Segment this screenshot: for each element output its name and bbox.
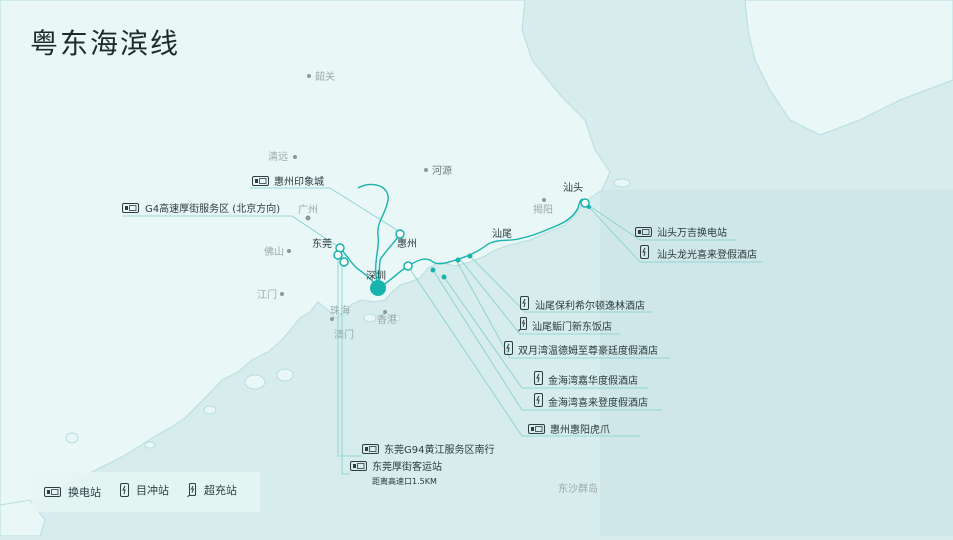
- city-dot-guangzhou: [305, 215, 311, 221]
- city-dot-heyuan: [424, 168, 428, 172]
- station-callout[interactable]: 汕尾保利希尔顿逸林酒店: [520, 296, 646, 313]
- station-callouts[interactable]: 惠州印象城 G4高速厚街服务区 (北京方向) 汕头万吉换电站 汕头龙光喜来登假酒…: [122, 175, 758, 486]
- station-marker: [467, 253, 473, 259]
- supercharger-icon: [187, 482, 196, 497]
- legend-label-super: 超充站: [204, 484, 237, 497]
- city-dot-zhuhai: [330, 317, 334, 321]
- city-dot-shaoguan: [307, 74, 311, 78]
- station-callout[interactable]: 惠州印象城: [252, 175, 325, 188]
- station-callout[interactable]: 汕尾鲘门新东饭店: [518, 317, 613, 334]
- station-label: 惠州惠阳虎爪: [550, 423, 610, 436]
- city-label-dongsha: 东沙群岛: [558, 482, 598, 495]
- station-label: 惠州印象城: [274, 175, 324, 188]
- route-city-shantou: 汕头: [563, 182, 583, 194]
- station-callout[interactable]: 东莞G94黄江服务区南行: [362, 443, 495, 456]
- station-label: 汕头龙光喜来登假酒店: [657, 248, 757, 261]
- station-callout[interactable]: 双月湾温德姆至尊豪廷度假酒店: [504, 341, 659, 358]
- station-label: 双月湾温德姆至尊豪廷度假酒店: [518, 344, 658, 357]
- city-label-heyuan: 河源: [432, 164, 452, 177]
- leader-lines: [122, 187, 763, 475]
- city-label-jiangmen: 江门: [257, 288, 277, 301]
- route-city-huizhou: 惠州: [397, 237, 417, 250]
- city-label-zhuhai: 珠海: [330, 304, 350, 317]
- city-dot-foshan: [287, 249, 291, 253]
- station-label: 汕尾鲘门新东饭店: [532, 320, 612, 333]
- city-label-shaoguan: 韶关: [315, 70, 335, 83]
- legend: 换电站 目冲站 超充站: [32, 472, 260, 512]
- route-city-shanwei: 汕尾: [492, 228, 512, 240]
- station-label: G4高速厚街服务区 (北京方向): [145, 202, 280, 215]
- destination-charger-icon: [120, 482, 129, 497]
- station-marker: [587, 205, 591, 209]
- city-dot-jiangmen: [280, 292, 284, 296]
- station-marker: [339, 257, 349, 267]
- city-dot-jieyang: [542, 198, 546, 202]
- station-label: 金海湾嘉华度假酒店: [548, 374, 638, 387]
- station-label: 金海湾喜来登度假酒店: [548, 396, 648, 409]
- mainland: [0, 0, 611, 506]
- station-callout[interactable]: 金海湾嘉华度假酒店: [534, 371, 639, 388]
- station-callout[interactable]: 惠州惠阳虎爪: [528, 423, 611, 436]
- city-dots: [280, 74, 546, 321]
- city-label-foshan: 佛山: [264, 245, 284, 258]
- battery-swap-icon: [44, 486, 61, 497]
- offshore-area: [600, 190, 953, 536]
- station-label: 汕头万吉换电站: [657, 226, 727, 239]
- route-markers: [333, 198, 591, 296]
- station-marker: [333, 250, 343, 260]
- station-marker: [430, 267, 436, 273]
- city-label-hongkong: 香港: [377, 314, 397, 326]
- station-callout[interactable]: 汕头龙光喜来登假酒店: [640, 245, 758, 262]
- legend-label-swap: 换电站: [68, 486, 101, 499]
- islands: [65, 178, 631, 449]
- station-marker: [395, 229, 405, 239]
- station-callout[interactable]: 金海湾喜来登度假酒店: [534, 393, 649, 410]
- northeast-land: [744, 0, 953, 136]
- legend-item-dest: 目冲站: [120, 482, 169, 498]
- city-label-macau: 澳门: [334, 328, 354, 341]
- station-callout[interactable]: 汕头万吉换电站: [635, 226, 728, 239]
- legend-label-dest: 目冲站: [136, 484, 169, 497]
- city-label-jieyang: 揭阳: [533, 203, 553, 216]
- station-callout[interactable]: 东莞厚街客运站: [350, 460, 443, 473]
- city-dot-hongkong: [383, 310, 387, 314]
- city-dot-qingyuan: [293, 155, 297, 159]
- station-label: 汕尾保利希尔顿逸林酒店: [535, 299, 645, 312]
- station-callout[interactable]: G4高速厚街服务区 (北京方向): [122, 202, 281, 215]
- map-title: 粤东海滨线: [30, 27, 181, 60]
- station-note: 距离高速口1.5KM: [372, 476, 437, 486]
- shenzhen-hub-marker: [370, 280, 386, 296]
- station-marker: [403, 261, 413, 271]
- legend-item-swap: 换电站: [44, 484, 101, 500]
- city-label-qingyuan: 清远: [268, 150, 288, 163]
- legend-item-super: 超充站: [187, 482, 237, 498]
- route-city-dongguan: 东莞: [312, 237, 332, 250]
- station-label: 东莞G94黄江服务区南行: [384, 443, 494, 456]
- station-marker: [455, 257, 461, 263]
- station-marker: [441, 274, 447, 280]
- city-label-guangzhou: 广州: [298, 204, 318, 216]
- station-marker: [580, 198, 590, 208]
- station-label: 东莞厚街客运站: [372, 460, 442, 473]
- route-city-shenzhen: 深圳: [366, 270, 386, 282]
